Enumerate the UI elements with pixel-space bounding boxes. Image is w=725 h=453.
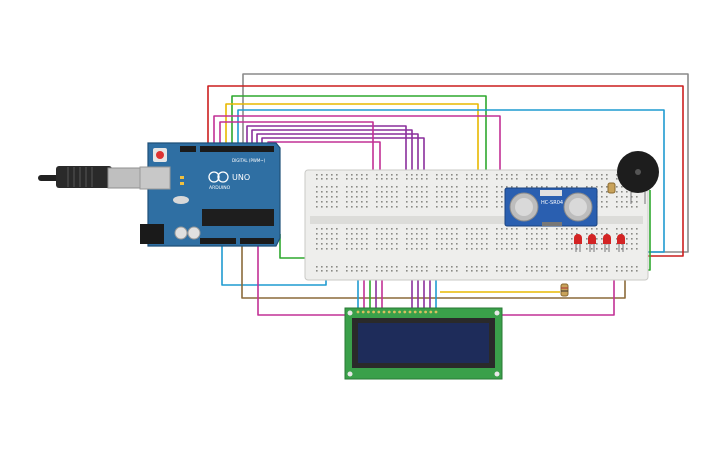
led-2: [588, 234, 596, 244]
arduino-uno: DIGITAL (PWM~) ARDUINO UNO: [38, 142, 281, 247]
atmega-chip: [202, 209, 274, 226]
resistor-lcd: [560, 283, 569, 297]
power-jack: [140, 224, 164, 244]
sensor-label: HC-SR04: [541, 200, 563, 206]
arduino-brand-label: ARDUINO: [209, 185, 231, 191]
arduino-digital-label: DIGITAL (PWM~): [232, 158, 266, 163]
resistors: [560, 182, 616, 297]
resistor-potentiometer: [607, 182, 616, 194]
ultrasonic-sensor: HC-SR04: [504, 187, 598, 227]
wire-magenta-2: [219, 121, 374, 196]
wire-red-top: [207, 85, 684, 257]
arduino-model-label: UNO: [232, 173, 250, 182]
usb-connector: [107, 167, 143, 189]
led-4: [617, 234, 625, 244]
led-3: [603, 234, 611, 244]
leds: [574, 234, 625, 252]
piezo-buzzer: [617, 151, 659, 204]
lcd-screen: [358, 323, 489, 363]
lcd-display: [344, 307, 503, 380]
led-1: [574, 234, 582, 244]
lcd-pins: [356, 310, 438, 314]
